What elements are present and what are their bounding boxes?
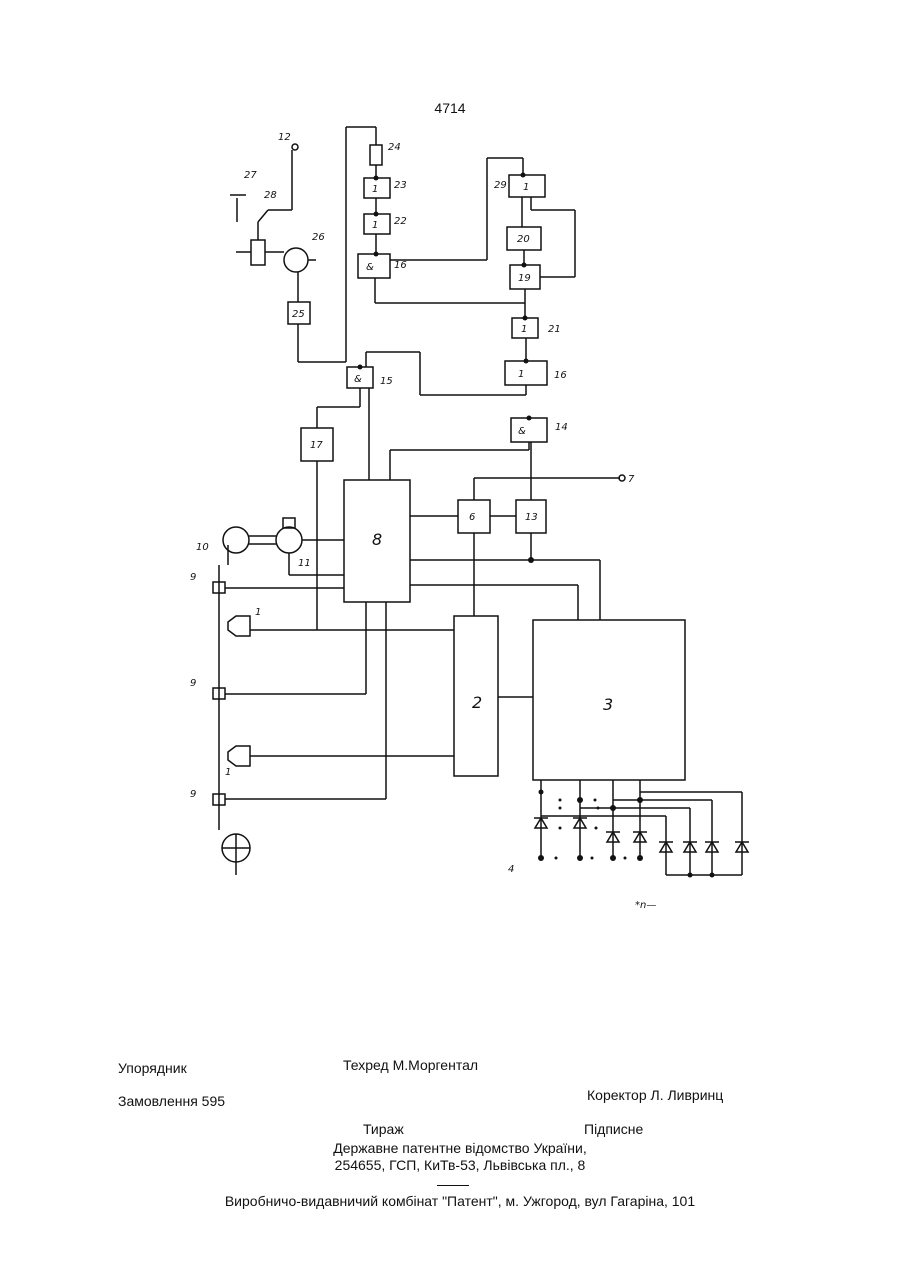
ref-7: 7 — [628, 474, 635, 485]
block-23-label: 1 — [372, 184, 378, 195]
ref-16a: 16 — [394, 260, 407, 271]
block-19-label: 19 — [518, 273, 531, 284]
block-6-label: 6 — [469, 512, 475, 523]
relay-coil — [251, 240, 265, 265]
ref-9b: 9 — [190, 678, 196, 689]
block-2-label: 2 — [472, 693, 482, 712]
terminal-12 — [292, 144, 298, 150]
block-14-label: & — [518, 426, 526, 437]
block-3-label: 3 — [603, 695, 613, 714]
block-17-label: 17 — [310, 440, 323, 451]
divider — [437, 1185, 469, 1186]
ref-16b: 16 — [554, 370, 567, 381]
corrector-label: Коректор Л. Ливринц — [587, 1087, 723, 1103]
block-25-label: 25 — [292, 309, 305, 320]
block-14 — [511, 418, 547, 442]
office-line-1: Державне патентне відомство України, — [0, 1140, 900, 1156]
resistor-24 — [370, 145, 382, 165]
ref-10: 10 — [196, 542, 209, 553]
techred-label: Техред М.Моргентал — [343, 1057, 478, 1073]
ref-9c: 9 — [190, 789, 196, 800]
ref-11: 11 — [298, 558, 311, 569]
ref-14: 14 — [555, 422, 568, 433]
ref-12: 12 — [278, 132, 291, 143]
block-20-label: 20 — [517, 234, 530, 245]
block-15-label: & — [354, 374, 362, 385]
ref-n: *n— — [635, 900, 656, 911]
publisher-line: Виробничо-видавничий комбінат "Патент", … — [0, 1193, 900, 1209]
ref-29: 29 — [494, 180, 507, 191]
ref-1a: 1 — [255, 607, 261, 618]
circulation-label: Тираж — [363, 1121, 404, 1137]
order-label: Замовлення 595 — [118, 1093, 225, 1109]
block-18 — [358, 254, 390, 278]
ref-22: 22 — [394, 216, 407, 227]
block-29-label: 1 — [523, 182, 529, 193]
ref-23: 23 — [394, 180, 407, 191]
ref-27: 27 — [244, 170, 257, 181]
diode-matrix — [534, 780, 749, 875]
block-16b-label: 1 — [518, 369, 524, 380]
block-1b — [228, 746, 250, 766]
ref-21: 21 — [548, 324, 561, 335]
tacho-11 — [276, 527, 302, 553]
block-22-label: 1 — [372, 220, 378, 231]
block-8-label: 8 — [372, 530, 382, 549]
block-1a — [228, 616, 250, 636]
block-18-label: & — [366, 262, 374, 273]
subscription-label: Підписне — [584, 1121, 643, 1137]
ref-28: 28 — [264, 190, 277, 201]
compiler-label: Упорядник — [118, 1060, 187, 1076]
transistor-26 — [284, 248, 308, 272]
block-16b — [505, 361, 547, 385]
ref-24: 24 — [388, 142, 401, 153]
ref-26: 26 — [312, 232, 325, 243]
ref-9a: 9 — [190, 572, 196, 583]
ref-4: 4 — [508, 864, 514, 875]
ref-1b: 1 — [225, 767, 231, 778]
office-line-2: 254655, ГСП, КиТв-53, Львівська пл., 8 — [0, 1157, 900, 1173]
block-13-label: 13 — [525, 512, 538, 523]
motor-top — [223, 527, 249, 553]
block-21-label: 1 — [521, 324, 527, 335]
ref-15: 15 — [380, 376, 393, 387]
